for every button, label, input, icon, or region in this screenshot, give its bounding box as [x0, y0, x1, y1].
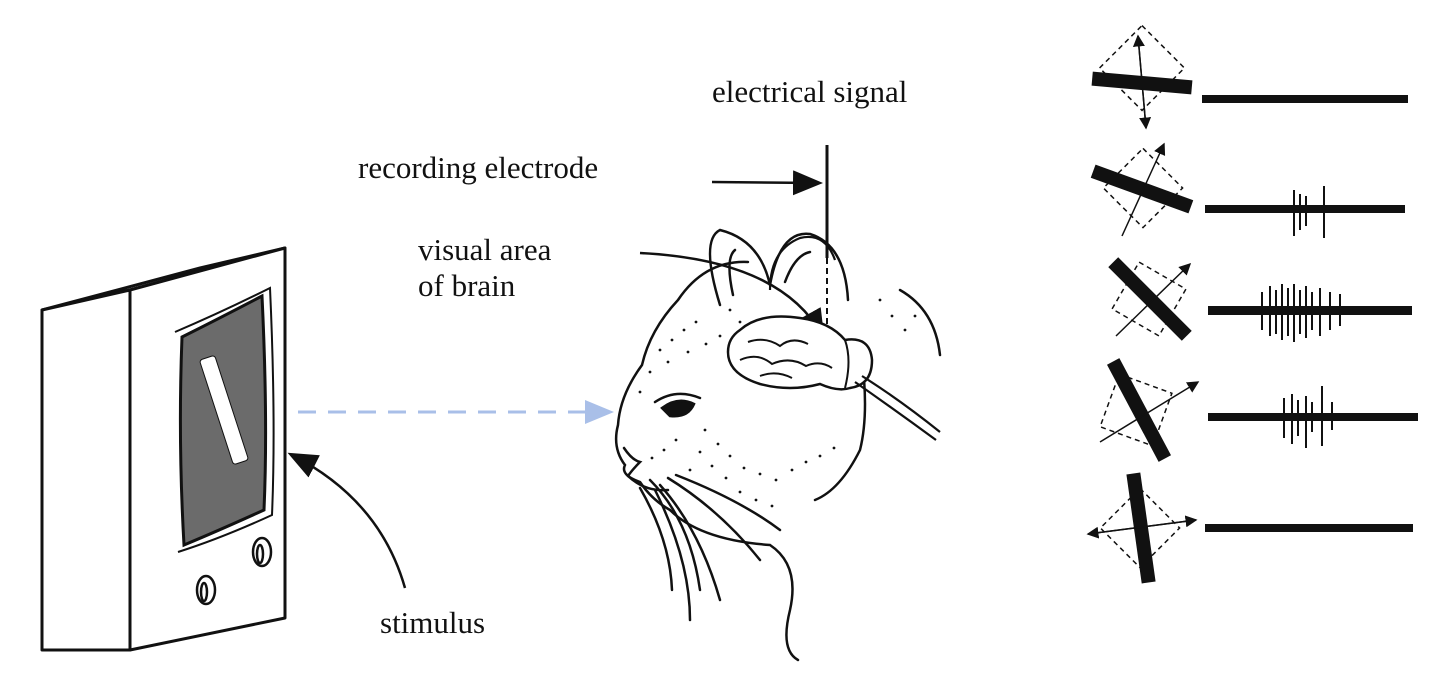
orientation-row-4 [1099, 358, 1200, 462]
stimulus-label: stimulus [380, 605, 486, 640]
electrode-pointer-arrow [711, 170, 823, 196]
stimulus-pointer-arrow [287, 452, 407, 589]
spike-trace-2 [1205, 186, 1405, 238]
spike-trace-4 [1208, 386, 1418, 448]
electrode-wires [768, 235, 941, 441]
spike-trace-3 [1208, 284, 1412, 342]
stimulus-bar [199, 355, 249, 465]
visual-area-label-line-1: visual area [418, 232, 552, 267]
spike-trace-1 [1202, 95, 1408, 103]
visual-area-label: visual area of brain [418, 232, 551, 303]
cat-fur-texture [638, 298, 917, 508]
recording-electrode-label: recording electrode [358, 150, 599, 185]
electrical-signal-label: electrical signal [712, 74, 908, 109]
orientation-row-1 [1091, 24, 1193, 130]
cat-brain [726, 315, 874, 391]
cat-head [614, 228, 942, 662]
spike-trace-5 [1205, 524, 1413, 532]
orientation-row-2 [1090, 142, 1194, 237]
visual-area-label-line-2: of brain [418, 267, 516, 303]
visual-path-arrow [298, 400, 614, 424]
visual-area-pointer-arrow [639, 251, 825, 340]
tv-knobs [195, 536, 273, 606]
orientation-row-3 [1108, 257, 1192, 341]
orientation-row-5 [1086, 472, 1198, 584]
